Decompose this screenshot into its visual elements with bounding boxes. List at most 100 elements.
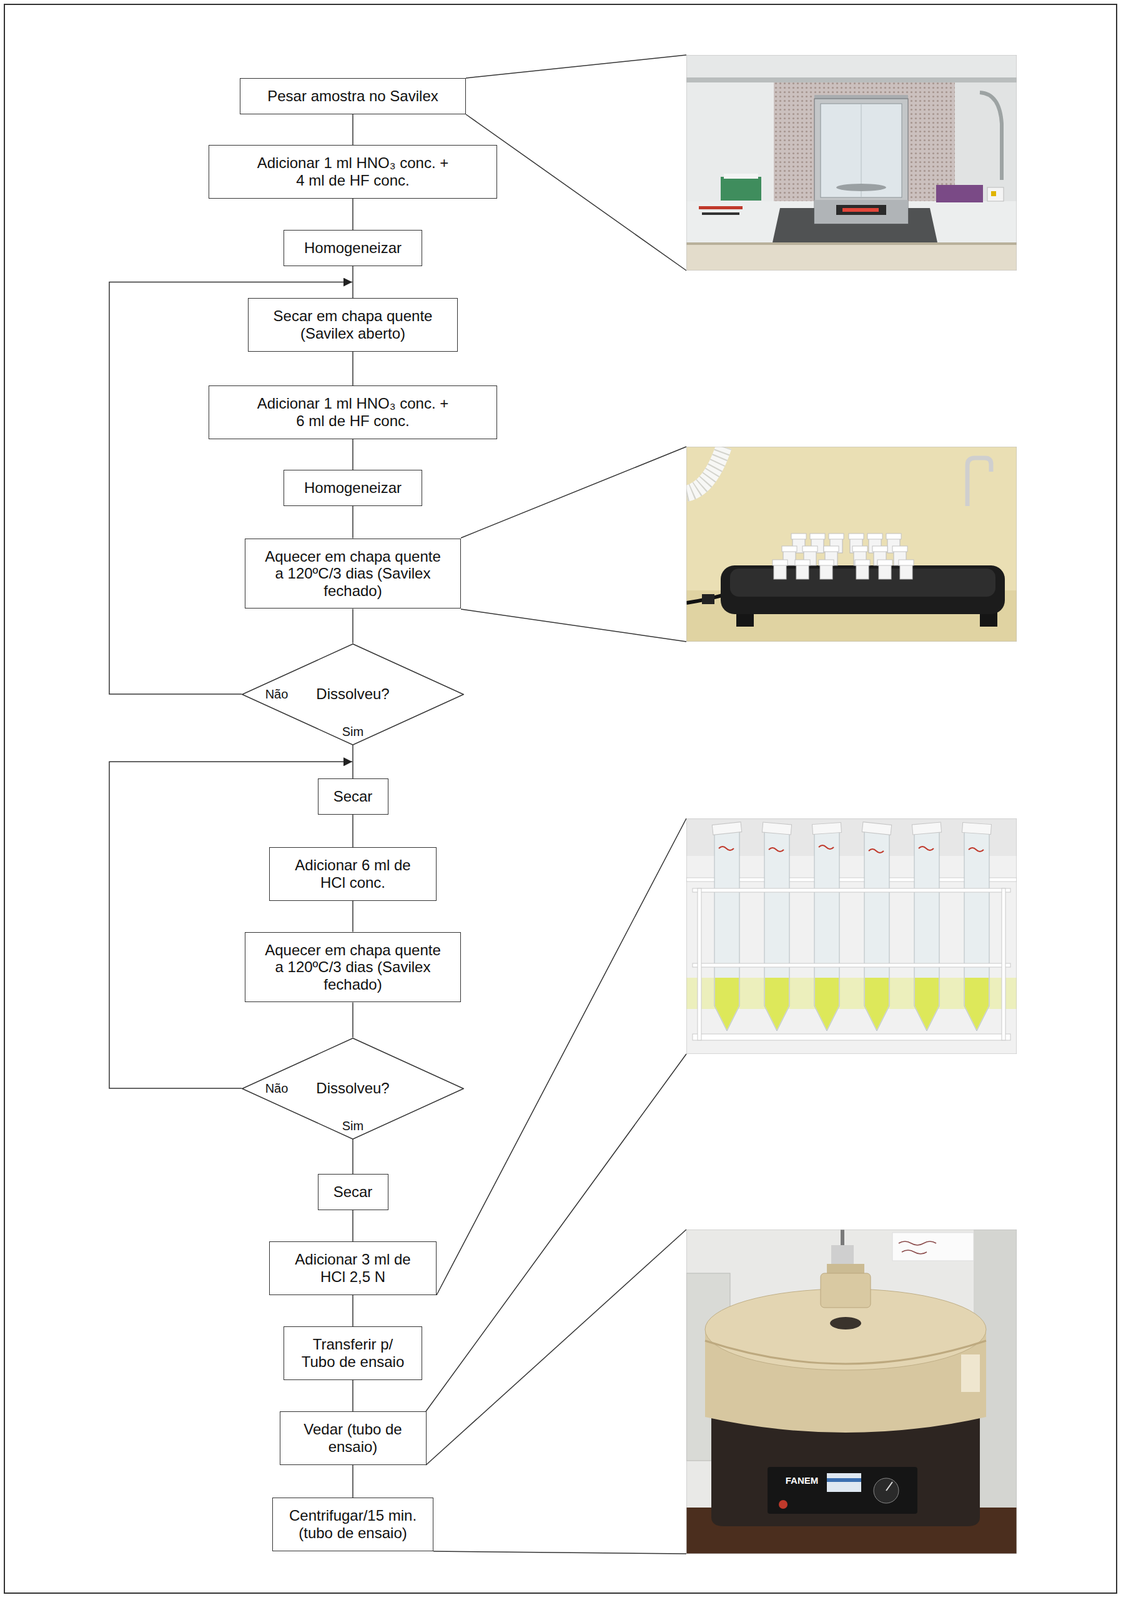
vial-group-part (877, 559, 893, 579)
node-text: Secar (325, 1182, 381, 1201)
hotplate-photo-part (686, 446, 724, 494)
balance-photo-part (979, 92, 1002, 180)
balance-photo-part (720, 176, 762, 201)
process-box: Secar em chapa quente (Savilex aberto) (247, 297, 458, 351)
branch-label: Sim (340, 1117, 365, 1133)
leader-line-part (460, 446, 687, 538)
process-box: Homogeneizar (283, 229, 423, 267)
leader-line-part (425, 1053, 687, 1411)
centrifuge-photo-part (778, 1499, 788, 1509)
test-tube-part (761, 821, 792, 835)
rack-wire-part (697, 888, 702, 1040)
rack-wire-part (1001, 888, 1006, 1040)
process-box: Vedar (tubo de ensaio) (279, 1410, 427, 1464)
node-text: Adicionar 3 ml de HCl 2,5 N (281, 1250, 425, 1285)
node-text: Homogeneizar (291, 479, 415, 497)
centrifuge-photo-part (705, 1340, 987, 1364)
test-tube-part (968, 847, 984, 852)
balance-photo-part (686, 77, 1017, 83)
flow-line (352, 1139, 354, 1175)
centrifuge-photo-part (886, 1481, 893, 1491)
centrifuge-photo (686, 1229, 1017, 1554)
node-text: Dissolveu? (316, 1079, 390, 1097)
test-tube-part (864, 830, 890, 1031)
centrifuge-photo-part (873, 1477, 899, 1503)
flow-line (352, 1464, 354, 1498)
node-text: Dissolveu? (316, 685, 390, 703)
node-text: Adicionar 6 ml de HCl conc. (281, 856, 425, 891)
centrifuge-photo-part (898, 1240, 937, 1254)
flow-line (352, 114, 354, 146)
process-box: Aquecer em chapa quente a 120ºC/3 dias (… (244, 538, 461, 609)
balance-photo-part (686, 54, 1017, 79)
flow-line (352, 745, 354, 779)
node-text: Adicionar 1 ml HNO₃ conc. + 4 ml de HF c… (254, 154, 451, 189)
node-text: Vedar (tubo de ensaio) (287, 1420, 419, 1455)
process-box: Adicionar 1 ml HNO₃ conc. + 4 ml de HF c… (208, 144, 498, 198)
rack-wire (692, 888, 1011, 1040)
process-box: Transferir p/ Tubo de ensaio (283, 1325, 423, 1379)
test-tube-part (964, 830, 990, 1031)
hotplate-photo-part (686, 446, 1017, 642)
hotplate-photo-part (686, 446, 724, 494)
test-tube-part (711, 821, 742, 835)
process-box: Adicionar 6 ml de HCl conc. (269, 846, 437, 900)
test-tube-part (811, 821, 842, 834)
centrifuge-photo-part (892, 1232, 974, 1261)
loop-arrow (109, 761, 353, 1088)
test-tube-part (911, 821, 942, 835)
test-tube-part (764, 830, 790, 1031)
branch-label: Sim (340, 723, 365, 739)
process-box: Centrifugar/15 min. (tubo de ensaio) (272, 1496, 434, 1551)
balance-photo-part (723, 173, 759, 179)
test-tube (961, 821, 992, 1031)
test-tube-part (714, 830, 740, 1031)
centrifuge-photo-part (826, 1472, 862, 1492)
test-tube-part (861, 821, 892, 835)
process-box: Pesar amostra no Savilex (239, 78, 466, 115)
node-text: Centrifugar/15 min. (tubo de ensaio) (280, 1506, 426, 1541)
balance-photo-part (686, 242, 1017, 271)
balance-photo-part (820, 103, 902, 198)
process-box: Adicionar 3 ml de HCl 2,5 N (269, 1240, 437, 1294)
node-text: Aquecer em chapa quente a 120ºC/3 dias (… (262, 547, 443, 600)
vial-group-part (854, 559, 870, 579)
flow-line (352, 1001, 354, 1037)
branch-label: Não (264, 686, 290, 702)
node-text: Secar (325, 787, 381, 805)
node-text: Transferir p/ Tubo de ensaio (296, 1335, 410, 1370)
flow-line (352, 505, 354, 539)
test-tube (911, 821, 942, 1031)
centrifuge-photo-part (686, 1229, 1017, 1554)
diamond-outline (242, 643, 465, 745)
brand-label: FANEM (785, 1475, 819, 1486)
flow-line (352, 1209, 354, 1242)
test-tube-part (765, 977, 789, 1030)
balance-photo-part (686, 242, 1017, 245)
leader-line (425, 54, 687, 1554)
test-tube-part (715, 977, 739, 1030)
test-tube-part (768, 847, 784, 852)
hotplate-photo-part (686, 446, 1017, 642)
leader-line-part (433, 1550, 687, 1554)
balance-photo-part (987, 187, 1004, 202)
process-box: Homogeneizar (283, 469, 423, 506)
centrifuge-photo-part (686, 1229, 1017, 1554)
vial-group-part (795, 559, 810, 579)
test-tube-part (918, 846, 934, 850)
flow-line (352, 608, 354, 643)
flow-line (352, 1379, 354, 1412)
process-box: Secar (317, 778, 389, 815)
balance-photo-part (686, 54, 1017, 271)
test-tube-photo-part (686, 818, 1017, 1054)
centrifuge-photo-part (711, 1416, 980, 1526)
balance-photo (686, 54, 1017, 271)
leader-line-part (436, 818, 687, 1295)
process-box: Aquecer em chapa quente a 120ºC/3 dias (… (244, 931, 461, 1003)
test-tube-part (814, 977, 839, 1030)
rack-wire-part (692, 962, 1011, 967)
centrifuge-photo-part (826, 1477, 862, 1482)
test-tube-part (864, 977, 889, 1030)
flow-line (352, 1294, 354, 1327)
